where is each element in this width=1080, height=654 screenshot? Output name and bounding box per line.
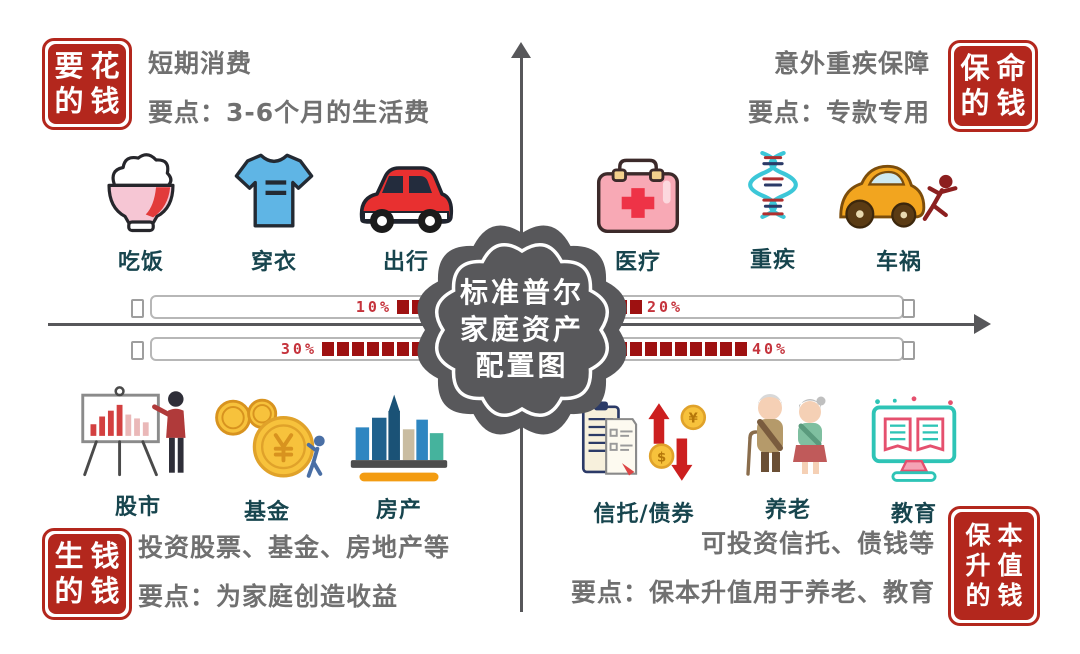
item-label: 养老	[764, 498, 811, 523]
item-medical: 医疗	[572, 140, 704, 276]
item-retirement: 养老	[722, 388, 854, 524]
item-eating: 吃饭	[75, 140, 207, 276]
percent-label: 10%	[355, 298, 392, 316]
item-label: 信托/债券	[593, 502, 695, 527]
quadrant-heading: 短期消费	[148, 49, 253, 78]
item-label: 穿衣	[250, 250, 297, 275]
quadrant-text-top-left: 短期消费 要点：3-6个月的生活费	[148, 44, 430, 129]
percent-label: 20%	[647, 298, 684, 316]
buildings-icon	[350, 394, 448, 482]
item-label: 股市	[114, 495, 161, 520]
elderly-couple-icon	[746, 394, 827, 476]
quadrant-heading: 可投资信托、债钱等	[700, 529, 935, 558]
quadrant-point: 要点：专款专用	[747, 98, 930, 127]
svg-text:¥: ¥	[689, 412, 699, 427]
axis-arrow-up-icon	[511, 42, 531, 58]
seal-life-saving-money: 保命 的钱	[948, 40, 1038, 132]
quadrant-text-bottom-right: 可投资信托、债钱等 要点：保本升值用于养老、教育	[571, 524, 935, 609]
item-label: 出行	[382, 250, 429, 275]
seal-capital-preservation-money: 保本 升值 的钱	[948, 506, 1040, 626]
seal-line: 生钱	[54, 539, 127, 574]
stock-chart-presenter-icon	[81, 386, 186, 477]
item-critical-illness: 重疾	[707, 138, 839, 274]
rice-bowl-icon	[107, 153, 175, 233]
crash-icon	[839, 164, 958, 229]
item-label: 吃饭	[117, 250, 164, 275]
item-label: 医疗	[614, 250, 661, 275]
item-car-accident: 车祸	[833, 140, 965, 276]
seal-money-making-money: 生钱 的钱	[42, 528, 132, 620]
item-property: 房产	[333, 388, 465, 524]
medical-kit-icon	[596, 158, 680, 234]
seal-line: 保本	[965, 521, 1030, 550]
medallion-title-line: 标准普尔	[459, 275, 584, 309]
tshirt-icon	[234, 153, 314, 228]
medallion-title-line: 家庭资产	[459, 312, 584, 346]
item-label: 房产	[375, 498, 422, 523]
item-fund: 基金	[201, 390, 333, 526]
quadrant-point: 要点：3-6个月的生活费	[148, 98, 431, 127]
item-travel: 出行	[340, 140, 472, 276]
seal-line: 要花	[54, 49, 127, 84]
bar-endcap	[902, 341, 915, 360]
item-label: 重疾	[749, 248, 796, 273]
center-medallion: 标准普尔 家庭资产 配置图	[412, 220, 632, 440]
quadrant-heading: 意外重疾保障	[773, 49, 930, 78]
car-icon	[359, 166, 454, 233]
item-clothing: 穿衣	[208, 140, 340, 276]
item-trust-bonds: ¥ $ 信托/债券	[578, 392, 710, 528]
medallion-title: 标准普尔 家庭资产 配置图	[412, 220, 632, 440]
quadrant-point: 要点：为家庭创造收益	[138, 582, 399, 611]
medallion-title-line: 配置图	[475, 349, 569, 383]
percent-label: 40%	[752, 340, 789, 358]
item-label: 基金	[243, 500, 290, 525]
medallion-flower-shape	[417, 225, 627, 435]
quadrant-point: 要点：保本升值用于养老、教育	[570, 578, 935, 607]
online-education-icon	[871, 396, 957, 482]
item-education: 教育	[848, 392, 980, 528]
gold-coins-icon	[215, 398, 325, 478]
seal-line: 的钱	[965, 581, 1030, 610]
seal-line: 保命	[960, 51, 1033, 86]
quadrant-text-bottom-left: 投资股票、基金、房地产等 要点：为家庭创造收益	[138, 528, 450, 613]
trust-bond-icon: ¥ $	[581, 401, 707, 481]
seal-money-to-spend: 要花 的钱	[42, 38, 132, 130]
seal-line: 升值	[965, 551, 1030, 580]
item-label: 车祸	[875, 250, 922, 275]
axis-arrow-right-icon	[974, 314, 991, 334]
svg-text:$: $	[657, 450, 666, 465]
seal-line: 的钱	[960, 86, 1033, 120]
item-stock-market: 股市	[72, 385, 204, 521]
percent-label: 30%	[280, 340, 317, 358]
bar-endcap	[131, 341, 144, 360]
bar-endcap	[131, 299, 144, 318]
dna-icon	[748, 150, 798, 219]
quadrant-text-top-right: 意外重疾保障 要点：专款专用	[748, 44, 930, 129]
seal-line: 的钱	[54, 84, 127, 118]
bar-endcap	[902, 299, 915, 318]
seal-line: 的钱	[54, 574, 127, 608]
item-label: 教育	[890, 502, 937, 527]
quadrant-heading: 投资股票、基金、房地产等	[138, 533, 451, 562]
